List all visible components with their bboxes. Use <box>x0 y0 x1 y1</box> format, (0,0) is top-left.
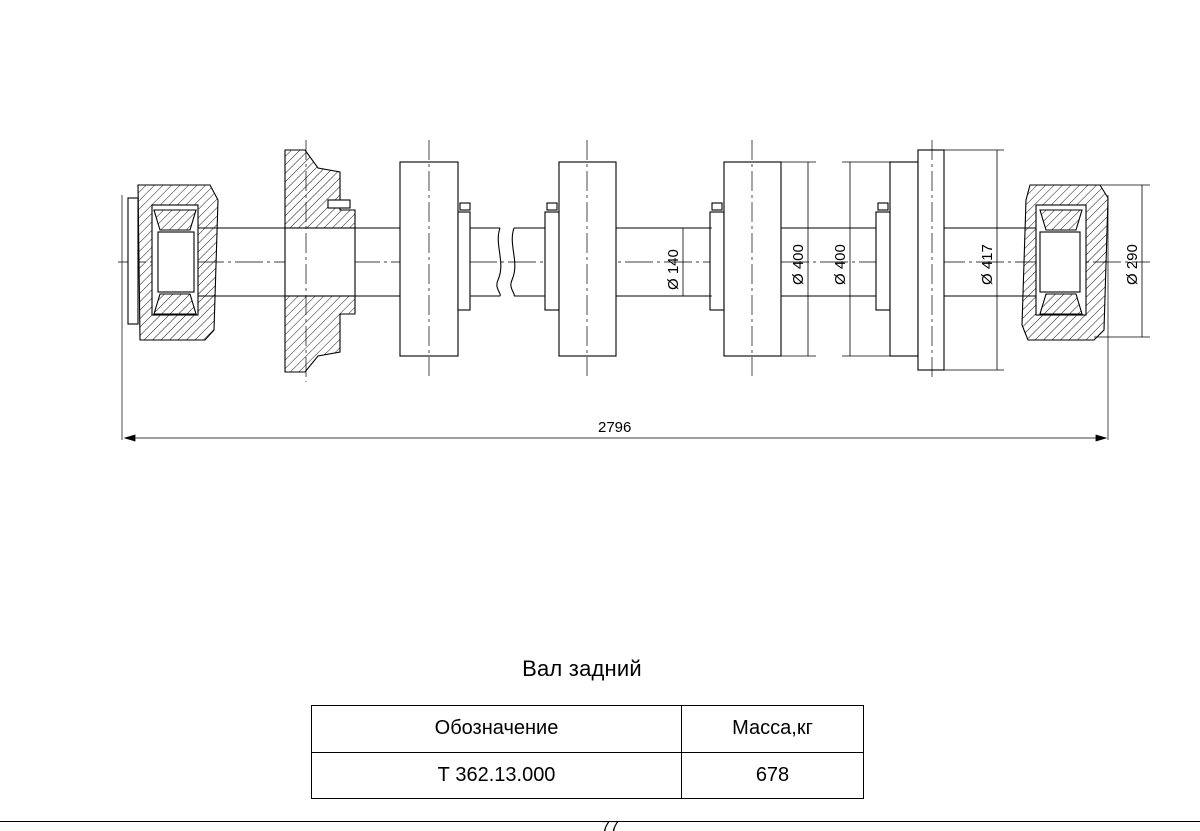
drum-3 <box>709 140 782 376</box>
page-divider <box>0 821 1200 822</box>
shaft-dia-label: Ø 140 <box>665 249 682 290</box>
page-number: 77 <box>601 822 619 831</box>
mass-value: 678 <box>681 751 864 799</box>
pulley <box>284 140 356 382</box>
designation-value: Т 362.13.000 <box>311 751 682 799</box>
bearing-dia-label: Ø 290 <box>1124 244 1141 285</box>
flange-dia-label: Ø 417 <box>979 244 996 285</box>
table-header-row: Обозначение Масса,кг <box>311 705 864 753</box>
spec-table: Обозначение Масса,кг Т 362.13.000 678 <box>311 705 864 799</box>
dimension-lines <box>123 149 1150 442</box>
designation-header: Обозначение <box>311 705 682 753</box>
drum-2 <box>544 140 617 376</box>
right-bearing-housing <box>1021 184 1109 440</box>
left-bearing-housing <box>121 184 219 440</box>
drum-1 <box>399 140 471 376</box>
mass-header: Масса,кг <box>681 705 864 753</box>
drum-4 <box>875 140 945 380</box>
drawing-title: Вал задний <box>522 656 642 681</box>
table-row: Т 362.13.000 678 <box>311 751 864 799</box>
overall-length-label: 2796 <box>598 419 631 436</box>
drum-2-dia-label: Ø 400 <box>832 244 849 285</box>
drum-1-dia-label: Ø 400 <box>790 244 807 285</box>
